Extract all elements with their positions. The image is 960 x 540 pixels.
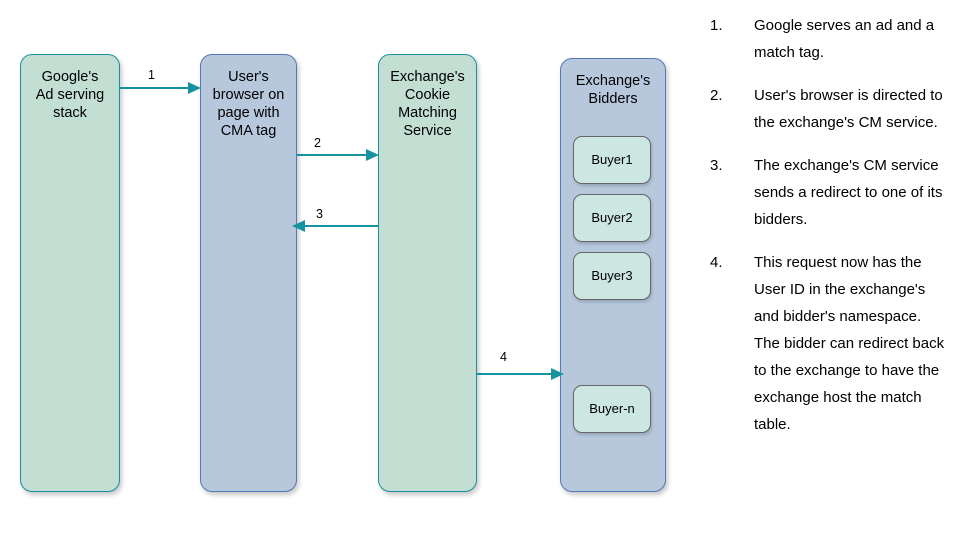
arrow-3-head-icon [292, 219, 305, 232]
step-number: 4. [710, 254, 723, 271]
step-text: User's browser is directed to the exchan… [754, 87, 943, 131]
node-bidders-label: Exchange's Bidders [575, 73, 651, 107]
list-item: 2. User's browser is directed to the exc… [706, 82, 950, 136]
buyer-box[interactable]: Buyer1 [573, 136, 651, 184]
arrow-4-label: 4 [500, 350, 507, 364]
arrow-2-head-icon [366, 148, 379, 161]
arrow-1-label: 1 [148, 68, 155, 82]
arrow-1-head-icon [188, 81, 201, 94]
list-item: 4. This request now has the User ID in t… [706, 249, 950, 438]
node-google-ad-serving-stack[interactable]: Google's Ad serving stack [20, 54, 120, 492]
buyer-label: Buyer1 [591, 152, 633, 167]
node-cms-label: Exchange's Cookie Matching Service [390, 69, 465, 139]
node-user-browser[interactable]: User's browser on page with CMA tag [200, 54, 297, 492]
arrow-2-label: 2 [314, 136, 321, 150]
buyer-box[interactable]: Buyer-n [573, 385, 651, 433]
node-exchange-cookie-matching-service[interactable]: Exchange's Cookie Matching Service [378, 54, 477, 492]
buyer-label: Buyer2 [591, 210, 633, 225]
step-number: 3. [710, 157, 723, 174]
arrow-1-line [120, 87, 192, 90]
node-browser-label: User's browser on page with CMA tag [212, 69, 285, 139]
list-item: 3. The exchange's CM service sends a red… [706, 152, 950, 233]
step-number: 2. [710, 87, 723, 104]
arrow-4-line [477, 373, 555, 376]
arrow-3-line [305, 225, 378, 228]
buyer-label: Buyer3 [591, 268, 633, 283]
buyer-box[interactable]: Buyer2 [573, 194, 651, 242]
steps-list: 1. Google serves an ad and a match tag. … [706, 12, 950, 454]
step-text: Google serves an ad and a match tag. [754, 17, 935, 61]
step-number: 1. [710, 17, 723, 34]
arrow-4-head-icon [551, 367, 564, 380]
list-item: 1. Google serves an ad and a match tag. [706, 12, 950, 66]
arrow-2-line [297, 154, 370, 157]
buyer-label: Buyer-n [589, 401, 635, 416]
step-text: This request now has the User ID in the … [754, 254, 945, 433]
node-google-label: Google's Ad serving stack [35, 69, 105, 121]
arrow-3-label: 3 [316, 207, 323, 221]
step-text: The exchange's CM service sends a redire… [754, 157, 943, 228]
buyer-box[interactable]: Buyer3 [573, 252, 651, 300]
